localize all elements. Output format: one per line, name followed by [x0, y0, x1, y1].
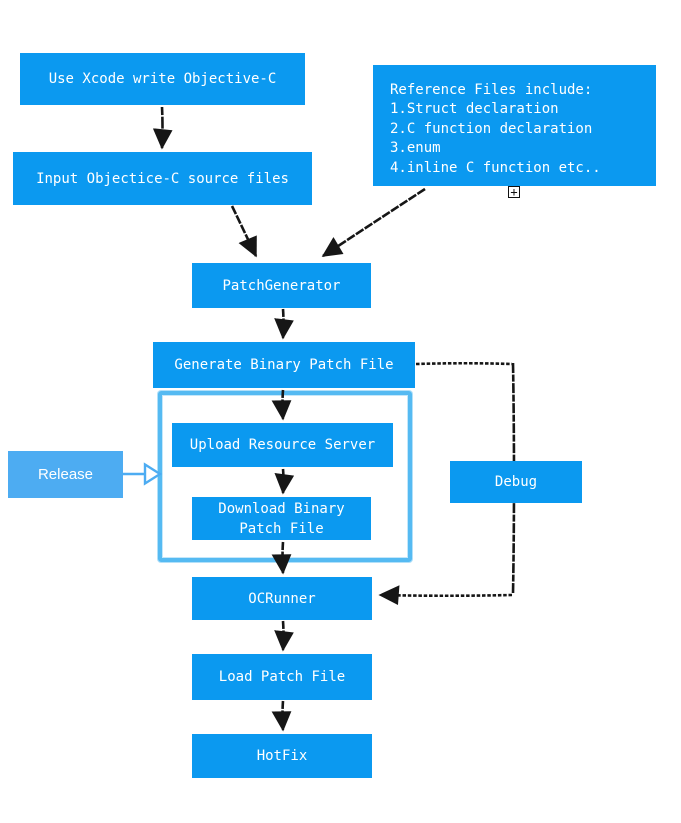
node-load-patch-file-label: Load Patch File — [218, 669, 346, 685]
node-debug: Debug — [450, 461, 582, 503]
node-ocrunner-label: OCRunner — [248, 590, 316, 607]
node-debug-label: Debug — [494, 474, 538, 490]
connector-loadpatch-to-hotfix — [271, 700, 292, 732]
connector-patchgenerator-to-generate — [274, 308, 294, 340]
node-patch-generator: PatchGenerator — [192, 263, 371, 308]
connector-xcode-to-input — [152, 106, 173, 150]
connector-generate-to-upload — [271, 389, 292, 421]
connector-ocrunner-to-loadpatch — [274, 620, 294, 652]
reference-files-line-2: 1.Struct declaration — [390, 101, 559, 118]
node-generate-binary-patch-label: Generate Binary Patch File — [174, 357, 394, 373]
node-download-binary-patch-label: Download Binary Patch File — [218, 500, 345, 537]
node-upload-resource-server-label: Upload Resource Server — [189, 437, 376, 453]
connector-debug-top-horizontal — [415, 361, 513, 366]
node-generate-binary-patch: Generate Binary Patch File — [153, 342, 415, 388]
node-upload-resource-server: Upload Resource Server — [172, 423, 393, 467]
connector-upload-to-download — [274, 468, 295, 495]
node-ocrunner: OCRunner — [192, 577, 372, 620]
connector-input-to-patchgenerator — [230, 205, 258, 258]
plus-icon: + — [510, 185, 518, 199]
node-hotfix-label: HotFix — [256, 748, 308, 764]
node-load-patch-file: Load Patch File — [192, 654, 372, 700]
reference-files-line-1: Reference Files include: — [390, 82, 593, 98]
node-patch-generator-label: PatchGenerator — [222, 277, 341, 294]
node-use-xcode-label: Use Xcode write Objective-C — [48, 71, 277, 87]
connector-release-to-group — [123, 462, 163, 486]
node-input-sources-label: Input Objectice-C source files — [36, 170, 289, 187]
reference-files-line-4: 3.enum — [390, 140, 441, 157]
node-reference-files: Reference Files include: 1.Struct declar… — [373, 65, 656, 186]
connector-reference-to-patchgenerator — [321, 187, 426, 258]
node-release-label: Release — [37, 465, 94, 483]
connector-download-to-ocrunner — [271, 541, 292, 575]
node-use-xcode: Use Xcode write Objective-C — [20, 53, 305, 105]
node-input-sources: Input Objectice-C source files — [13, 152, 312, 205]
reference-files-line-3: 2.C function declaration — [390, 120, 593, 137]
connector-debug-to-ocrunner — [378, 585, 513, 606]
reference-files-line-5: 4.inline C function etc.. — [390, 159, 601, 176]
group-expand-toggle-icon[interactable]: + — [508, 186, 520, 198]
node-download-binary-patch: Download Binary Patch File — [192, 497, 371, 540]
node-hotfix: HotFix — [192, 734, 372, 778]
node-release: Release — [8, 451, 123, 498]
